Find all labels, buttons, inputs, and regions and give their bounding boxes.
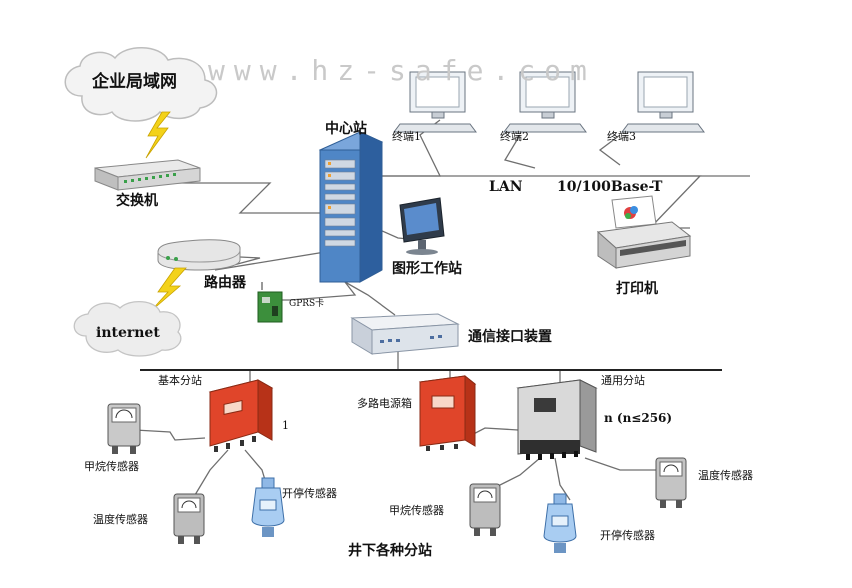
general-substation-box [516,379,598,460]
basic-substation-label: 基本分站 [158,374,202,387]
enterprise-lan-cloud [64,47,218,122]
terminal-1-label: 终端1 [392,130,421,143]
lan-label: LAN [489,179,523,195]
terminal-3-computer [621,71,705,133]
underground-substations-label: 井下各种分站 [348,543,432,559]
switch-sensor-mid-label: 开停传感器 [600,529,655,542]
internet-cloud [73,301,182,357]
base-t-label: 10/100Base-T [557,179,663,195]
router-device [157,239,241,271]
basic-substation-box [208,379,274,452]
printer-label: 打印机 [616,281,658,297]
temperature-sensor-left-device [173,493,205,544]
printer-device [596,195,692,269]
methane-sensor-left-device [107,403,141,454]
general-substation-label: 通用分站 [601,374,645,387]
multi-power-box [418,374,477,451]
temperature-sensor-right-label: 温度传感器 [698,469,753,482]
terminal-2-computer [503,71,587,133]
multi-power-box-label: 多路电源箱 [357,397,412,410]
connection-lines [134,119,750,501]
terminal-1-computer [393,71,477,133]
center-station-label: 中心站 [325,121,367,137]
terminal-3-label: 终端3 [607,130,636,143]
wireless-link-icon [145,111,171,159]
methane-sensor-mid-label: 甲烷传感器 [389,504,444,517]
switch-label: 交换机 [116,193,158,209]
methane-sensor-mid-device [469,483,501,536]
comm-interface-label: 通信接口装置 [468,329,552,345]
communication-interface-device [350,313,460,355]
enterprise-lan-label: 企业局域网 [92,72,177,92]
gprs-card-label: GPRS卡 [289,299,325,309]
terminal-2-label: 终端2 [500,130,529,143]
internet-link-icon [149,267,187,313]
gprs-card-module [257,282,283,323]
graphics-workstation-monitor [399,197,445,255]
switch-sensor-mid-device [543,493,577,553]
general-substation-count: n (n≤256) [604,411,673,425]
basic-substation-count: 1 [282,419,289,432]
graphics-workstation-label: 图形工作站 [392,261,462,277]
router-label: 路由器 [204,275,246,291]
watermark-text: www.hz-safe.com [208,54,596,87]
temperature-sensor-left-label: 温度传感器 [93,513,148,526]
temperature-sensor-right-device [655,457,687,508]
internet-label: internet [96,325,160,341]
switch-device [94,159,201,191]
methane-sensor-left-label: 甲烷传感器 [84,460,139,473]
switch-sensor-left-label: 开停传感器 [282,487,337,500]
switch-sensor-left-device [251,477,285,537]
center-server-rack [318,131,384,283]
